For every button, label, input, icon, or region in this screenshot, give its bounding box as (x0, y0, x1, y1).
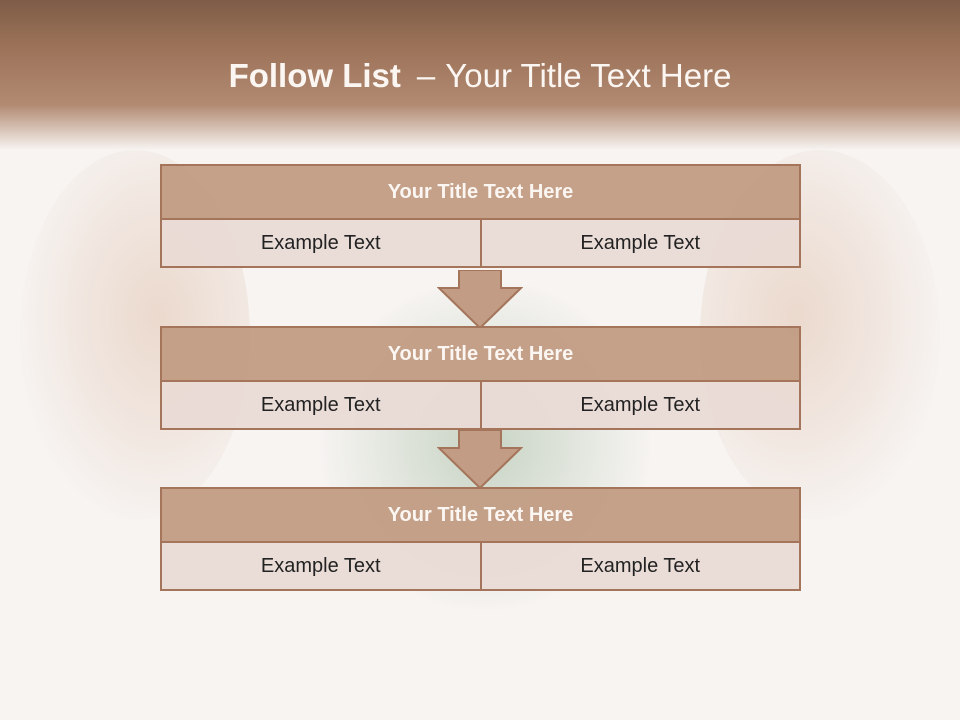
slide-title-bold: Follow List (228, 57, 401, 94)
down-arrow-icon (437, 430, 523, 490)
step-title: Your Title Text Here (160, 164, 801, 220)
step-row: Example Text Example Text (160, 220, 801, 268)
step-row: Example Text Example Text (160, 543, 801, 591)
step-cell-right: Example Text (481, 543, 801, 591)
title-banner (0, 0, 960, 150)
step-cell-left: Example Text (160, 543, 482, 591)
step-block-2: Your Title Text Here Example Text Exampl… (160, 326, 801, 430)
step-block-3: Your Title Text Here Example Text Exampl… (160, 487, 801, 591)
step-row: Example Text Example Text (160, 382, 801, 430)
step-block-1: Your Title Text Here Example Text Exampl… (160, 164, 801, 268)
step-cell-left: Example Text (160, 220, 482, 268)
step-title: Your Title Text Here (160, 326, 801, 382)
slide-title-rest: Your Title Text Here (445, 57, 732, 94)
step-cell-right: Example Text (481, 382, 801, 430)
step-cell-right: Example Text (481, 220, 801, 268)
slide-title-separator: – (416, 57, 436, 94)
slide-title: Follow List–Your Title Text Here (0, 56, 960, 96)
step-title: Your Title Text Here (160, 487, 801, 543)
step-cell-left: Example Text (160, 382, 482, 430)
down-arrow-icon (437, 270, 523, 330)
